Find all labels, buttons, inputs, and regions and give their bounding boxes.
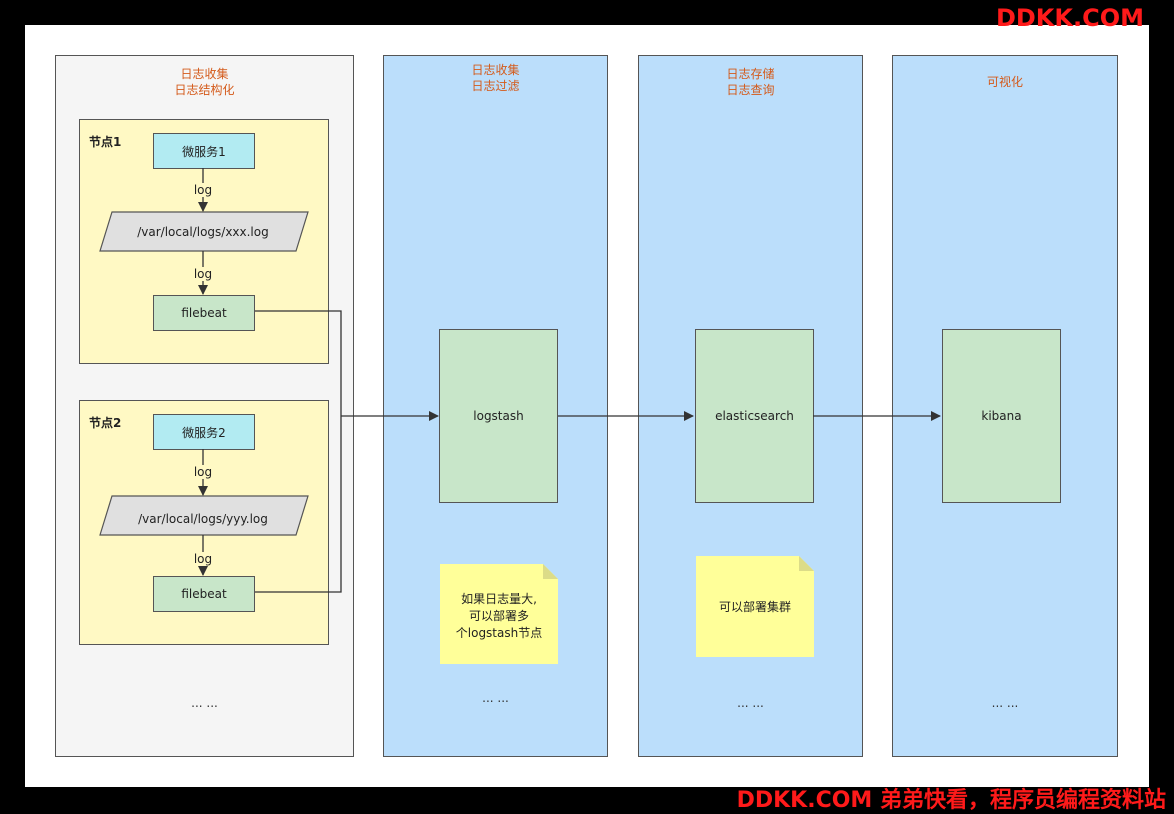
log-file-parallelogram <box>99 211 309 252</box>
edge-label-log: log <box>189 552 217 566</box>
column-title: 日志存储 日志查询 <box>639 66 862 98</box>
elasticsearch-box: elasticsearch <box>695 329 814 503</box>
note-fold-icon <box>543 564 558 579</box>
diagram-canvas: 日志收集 日志结构化 节点1 微服务1 log /var/local/logs/… <box>25 25 1149 787</box>
note-line: 可以部署多 <box>468 609 529 623</box>
kibana-box: kibana <box>942 329 1061 503</box>
log-file-parallelogram <box>99 495 309 536</box>
log-file-path: /var/local/logs/xxx.log <box>137 225 269 239</box>
microservice-box: 微服务1 <box>153 133 255 169</box>
filebeat-box: filebeat <box>153 295 255 331</box>
column-title-line: 日志收集 <box>180 67 229 81</box>
filebeat-box: filebeat <box>153 576 255 612</box>
logstash-note: 如果日志量大, 可以部署多 个logstash节点 <box>440 591 558 642</box>
ellipsis: ... ... <box>991 696 1019 710</box>
microservice-box: 微服务2 <box>153 414 255 450</box>
ellipsis: ... ... <box>737 696 764 710</box>
column-title: 可视化 <box>893 74 1117 90</box>
column-title-line: 日志收集 <box>471 63 520 77</box>
logstash-box: logstash <box>439 329 558 503</box>
edge-label-log: log <box>189 267 217 281</box>
note-line: 个logstash节点 <box>455 626 543 640</box>
watermark-bottom: DDKK.COM 弟弟快看，程序员编程资料站 <box>736 788 1166 813</box>
edge-filebeat1-to-logstash <box>255 310 342 416</box>
column-title-line: 日志查询 <box>726 83 775 97</box>
column-visualize: 可视化 kibana ... ... <box>892 55 1118 757</box>
note-line: 可以部署集群 <box>718 600 791 614</box>
note-fold-icon <box>799 556 814 571</box>
edge-label-log: log <box>189 183 217 197</box>
more-nodes-ellipsis: ... ... <box>191 696 218 710</box>
column-title-line: 日志过滤 <box>471 79 520 93</box>
node-label: 节点1 <box>89 135 122 149</box>
note-shape <box>696 556 814 657</box>
edge-filebeat2-to-logstash <box>255 416 342 593</box>
watermark-top: DDKK.COM <box>995 4 1144 32</box>
edge-label-log: log <box>189 465 217 479</box>
note-line: 如果日志量大, <box>461 592 537 606</box>
node-label: 节点2 <box>89 416 122 430</box>
column-title: 日志收集 日志过滤 <box>384 62 607 94</box>
column-title-line: 日志存储 <box>726 67 775 81</box>
log-file-path: /var/local/logs/yyy.log <box>138 512 268 526</box>
column-title-line: 日志结构化 <box>174 83 235 97</box>
elasticsearch-note: 可以部署集群 <box>696 599 814 616</box>
note-shape <box>440 564 558 664</box>
column-title-line: 可视化 <box>986 75 1023 89</box>
ellipsis: ... ... <box>482 691 509 705</box>
diagram-overlay <box>99 168 941 664</box>
column-store-query: 日志存储 日志查询 elasticsearch 可以部署集群 ... ... <box>638 55 863 757</box>
column-title: 日志收集 日志结构化 <box>56 66 353 98</box>
